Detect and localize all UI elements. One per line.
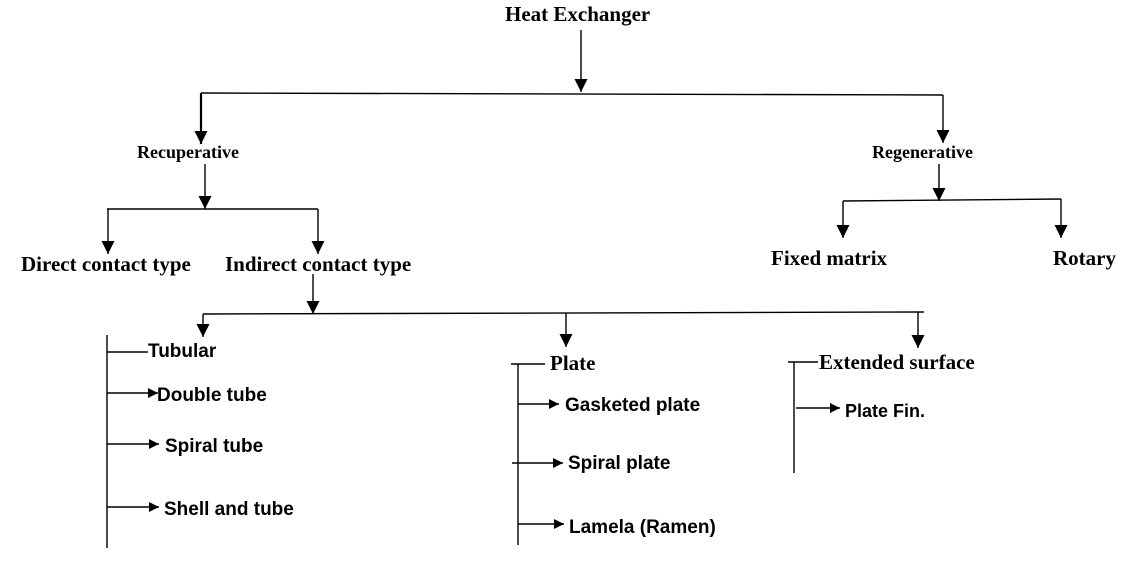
fixed-matrix-node: Fixed matrix	[771, 246, 888, 270]
plate-node: Plate	[550, 351, 596, 375]
double-tube-item: Double tube	[157, 385, 267, 406]
level1-bus	[200, 92, 944, 96]
plate-fin-item: Plate Fin.	[845, 401, 926, 421]
root-node: Heat Exchanger	[505, 2, 651, 26]
lamela-item: Lamela (Ramen)	[569, 517, 716, 538]
spiral-tube-item: Spiral tube	[165, 436, 264, 457]
spiral-plate-item: Spiral plate	[568, 453, 671, 474]
rotary-node: Rotary	[1053, 246, 1116, 270]
shell-and-tube-item: Shell and tube	[164, 499, 294, 520]
gasketed-plate-item: Gasketed plate	[565, 395, 701, 416]
direct-contact-node: Direct contact type	[21, 252, 191, 276]
regenerative-node: Regenerative	[872, 142, 973, 162]
indirect-bus	[202, 311, 925, 315]
extended-surface-node: Extended surface	[819, 350, 975, 374]
indirect-contact-node: Indirect contact type	[225, 252, 412, 276]
regenerative-bus	[842, 198, 1062, 202]
recuperative-node: Recuperative	[137, 142, 239, 162]
tubular-node: Tubular	[148, 341, 217, 362]
